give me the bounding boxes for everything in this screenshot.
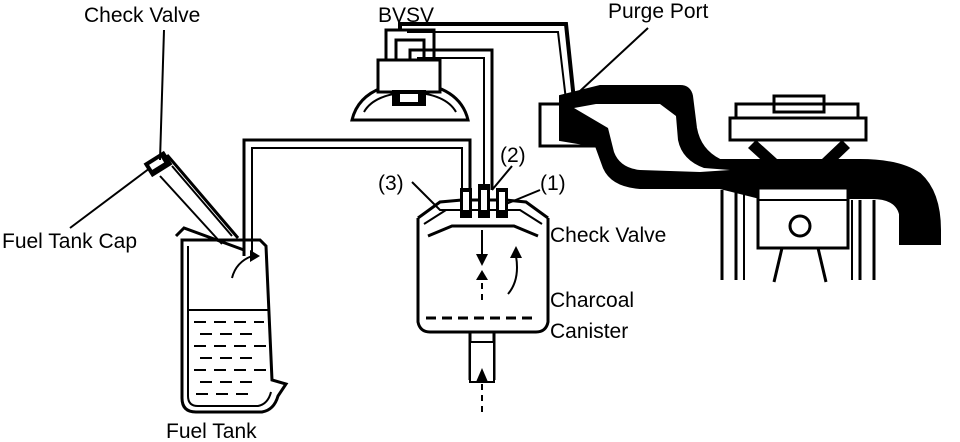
arrow-icon — [510, 246, 522, 258]
vapor-line — [242, 138, 472, 256]
label-charcoal: Charcoal — [550, 289, 634, 312]
label-port-3: (3) — [378, 172, 404, 195]
arrow-icon — [476, 270, 488, 280]
arrow-icon — [476, 254, 488, 266]
label-canister: Canister — [550, 320, 628, 343]
label-check-valve-canister: Check Valve — [550, 224, 666, 247]
label-fuel-tank: Fuel Tank — [166, 420, 257, 442]
leader-lines — [69, 29, 541, 229]
label-port-2: (2) — [500, 144, 526, 167]
bvsv-valve — [350, 22, 576, 190]
fuel-liquid — [194, 321, 266, 395]
intake-manifold — [538, 27, 941, 245]
label-purge-port: Purge Port — [608, 0, 709, 23]
label-fuel-tank-cap: Fuel Tank Cap — [2, 230, 137, 253]
arrow-icon — [476, 368, 488, 382]
engine-cylinder — [720, 94, 876, 283]
charcoal-canister — [416, 184, 550, 412]
label-port-1: (1) — [540, 172, 566, 195]
label-bvsv: BVSV — [378, 4, 434, 27]
fuel-tank — [143, 150, 289, 414]
label-check-valve-top: Check Valve — [84, 4, 200, 27]
